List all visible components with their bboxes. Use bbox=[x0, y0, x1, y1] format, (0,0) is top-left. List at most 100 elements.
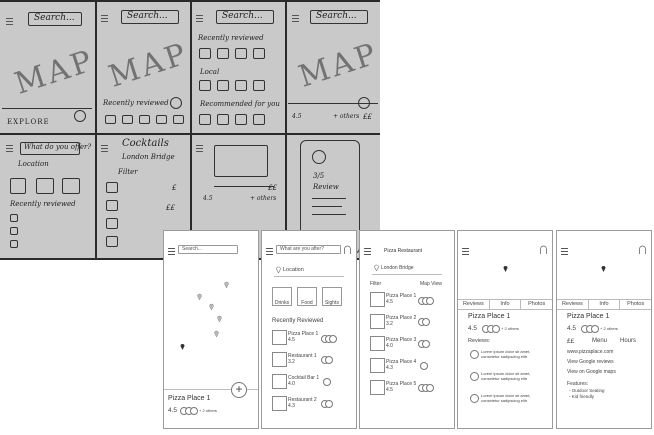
menu-icon[interactable] bbox=[168, 248, 175, 255]
sketch-london-bridge: London Bridge bbox=[122, 153, 175, 161]
rating-circle-icon bbox=[422, 318, 430, 326]
add-button[interactable]: + bbox=[231, 382, 247, 398]
category-sights[interactable]: Sights bbox=[322, 287, 342, 306]
tab-info[interactable]: Info bbox=[490, 300, 522, 309]
menu-icon[interactable] bbox=[462, 248, 469, 255]
hours-link[interactable]: Hours bbox=[620, 338, 637, 344]
sketch-thumb bbox=[10, 227, 18, 235]
menu-link[interactable]: Menu bbox=[592, 338, 608, 344]
sketch-recently-reviewed: Recently reviewed bbox=[103, 99, 169, 107]
current-location-pin-icon bbox=[180, 344, 185, 350]
user-icon[interactable] bbox=[344, 245, 351, 254]
rating-circle-icon bbox=[420, 362, 428, 370]
tab-bar: Reviews Info Photos bbox=[458, 299, 552, 310]
item-name[interactable]: Pizza Place 1 bbox=[386, 293, 417, 299]
sketch-rating: 4.5 bbox=[292, 113, 302, 120]
map-pin-icon[interactable] bbox=[217, 315, 222, 322]
sketch-thumb bbox=[235, 114, 247, 125]
item-thumbnail[interactable] bbox=[370, 358, 385, 373]
rating-circle-icon bbox=[323, 378, 331, 386]
item-thumbnail[interactable] bbox=[370, 336, 385, 351]
item-name[interactable]: Pizza Place 2 bbox=[386, 315, 417, 321]
map-pin-icon[interactable] bbox=[224, 281, 229, 288]
item-thumbnail[interactable] bbox=[272, 374, 287, 389]
category-drinks[interactable]: Drinks bbox=[272, 287, 292, 306]
search-input[interactable]: Search... bbox=[178, 245, 238, 254]
menu-icon[interactable] bbox=[561, 248, 568, 255]
sketch-menu-icon-7 bbox=[196, 145, 203, 152]
item-name[interactable]: Pizza Place 3 bbox=[386, 337, 417, 343]
map-pin-icon[interactable] bbox=[209, 303, 214, 310]
user-icon[interactable] bbox=[639, 245, 646, 254]
sketch-map-word-4: MAP bbox=[294, 36, 380, 95]
sketch-thumb bbox=[106, 218, 118, 229]
sketch-thumb bbox=[156, 115, 167, 124]
sketch-recently-reviewed-5: Recently reviewed bbox=[10, 200, 76, 208]
filter-button[interactable]: Filter bbox=[370, 281, 382, 287]
location-label[interactable]: Location bbox=[283, 267, 304, 273]
sketch-category bbox=[36, 178, 54, 194]
item-name[interactable]: Pizza Place 5 bbox=[386, 381, 417, 387]
location-pin-icon bbox=[276, 266, 281, 273]
map-pin-icon[interactable] bbox=[197, 293, 202, 300]
item-name[interactable]: Pizza Place 1 bbox=[288, 331, 319, 337]
google-reviews-link[interactable]: View Google reviews bbox=[567, 359, 614, 365]
tab-photos[interactable]: Photos bbox=[528, 301, 546, 307]
sketch-explore-text: EXPLORE bbox=[7, 118, 50, 126]
sketch-menu-icon-5 bbox=[6, 145, 13, 152]
sketch-thumb bbox=[253, 114, 265, 125]
map-pin-icon[interactable] bbox=[214, 330, 219, 337]
tab-reviews[interactable]: Reviews bbox=[557, 300, 589, 309]
sketch-price-6: £ bbox=[172, 184, 177, 192]
tab-info[interactable]: Info bbox=[589, 300, 621, 309]
item-name[interactable]: Cocktail Bar 1 bbox=[288, 375, 320, 381]
sketch-search-box-2 bbox=[121, 10, 179, 24]
item-thumbnail[interactable] bbox=[272, 352, 287, 367]
rating-circle-icon bbox=[492, 325, 500, 333]
website-link[interactable]: www.pizzaplace.com bbox=[567, 349, 614, 355]
item-thumbnail[interactable] bbox=[370, 380, 385, 395]
item-thumbnail[interactable] bbox=[370, 314, 385, 329]
sketch-search-box-4 bbox=[310, 10, 368, 24]
rating-circle-icon bbox=[329, 335, 337, 343]
map-view-button[interactable]: Map View bbox=[420, 281, 442, 287]
google-maps-link[interactable]: View on Google maps bbox=[567, 369, 616, 375]
item-thumbnail[interactable] bbox=[370, 292, 385, 307]
rating-circle-icon bbox=[422, 340, 430, 348]
user-icon[interactable] bbox=[540, 245, 547, 254]
rating-circle-icon bbox=[325, 400, 333, 408]
location-label[interactable]: London Bridge bbox=[381, 265, 414, 271]
menu-icon[interactable] bbox=[266, 248, 273, 255]
item-thumbnail[interactable] bbox=[272, 330, 287, 345]
tab-reviews[interactable]: Reviews bbox=[458, 300, 490, 309]
place-name[interactable]: Pizza Place 1 bbox=[168, 395, 211, 402]
item-rating: 4.5 bbox=[288, 337, 295, 343]
item-name[interactable]: Restaurant 1 bbox=[288, 353, 317, 359]
sketch-plus-button-4 bbox=[358, 97, 370, 109]
sketch-line bbox=[312, 206, 342, 207]
place-rating: 4.5 bbox=[168, 407, 178, 414]
rating-circle-icon bbox=[426, 384, 434, 392]
item-name[interactable]: Restaurant 2 bbox=[288, 397, 317, 403]
menu-icon[interactable] bbox=[364, 248, 371, 255]
tab-photos[interactable]: Photos bbox=[627, 301, 645, 307]
item-rating: 4.5 bbox=[386, 299, 393, 305]
rating-circle-icon bbox=[426, 297, 434, 305]
rating-circle-icon bbox=[325, 356, 333, 364]
sketch-others: + others bbox=[333, 113, 360, 120]
sketch-map-word: MAP bbox=[10, 43, 99, 102]
sketch-divider bbox=[288, 103, 378, 104]
sketch-thumb bbox=[217, 114, 229, 125]
item-thumbnail[interactable] bbox=[272, 396, 287, 411]
category-food[interactable]: Food bbox=[297, 287, 317, 306]
sketch-price: ££ bbox=[363, 113, 372, 121]
sketch-recommended: Recommended for you bbox=[200, 100, 280, 108]
item-rating: 4.3 bbox=[386, 365, 393, 371]
sketch-thumb bbox=[199, 80, 211, 91]
search-input[interactable]: What are you after? bbox=[276, 245, 341, 254]
location-pin-icon bbox=[374, 264, 379, 271]
item-name[interactable]: Pizza Place 4 bbox=[386, 359, 417, 365]
paper-sketch: Search... MAP EXPLORE Search... MAP Rece… bbox=[0, 0, 380, 260]
reviewer-avatar bbox=[470, 372, 479, 381]
sketch-divider bbox=[2, 108, 92, 109]
